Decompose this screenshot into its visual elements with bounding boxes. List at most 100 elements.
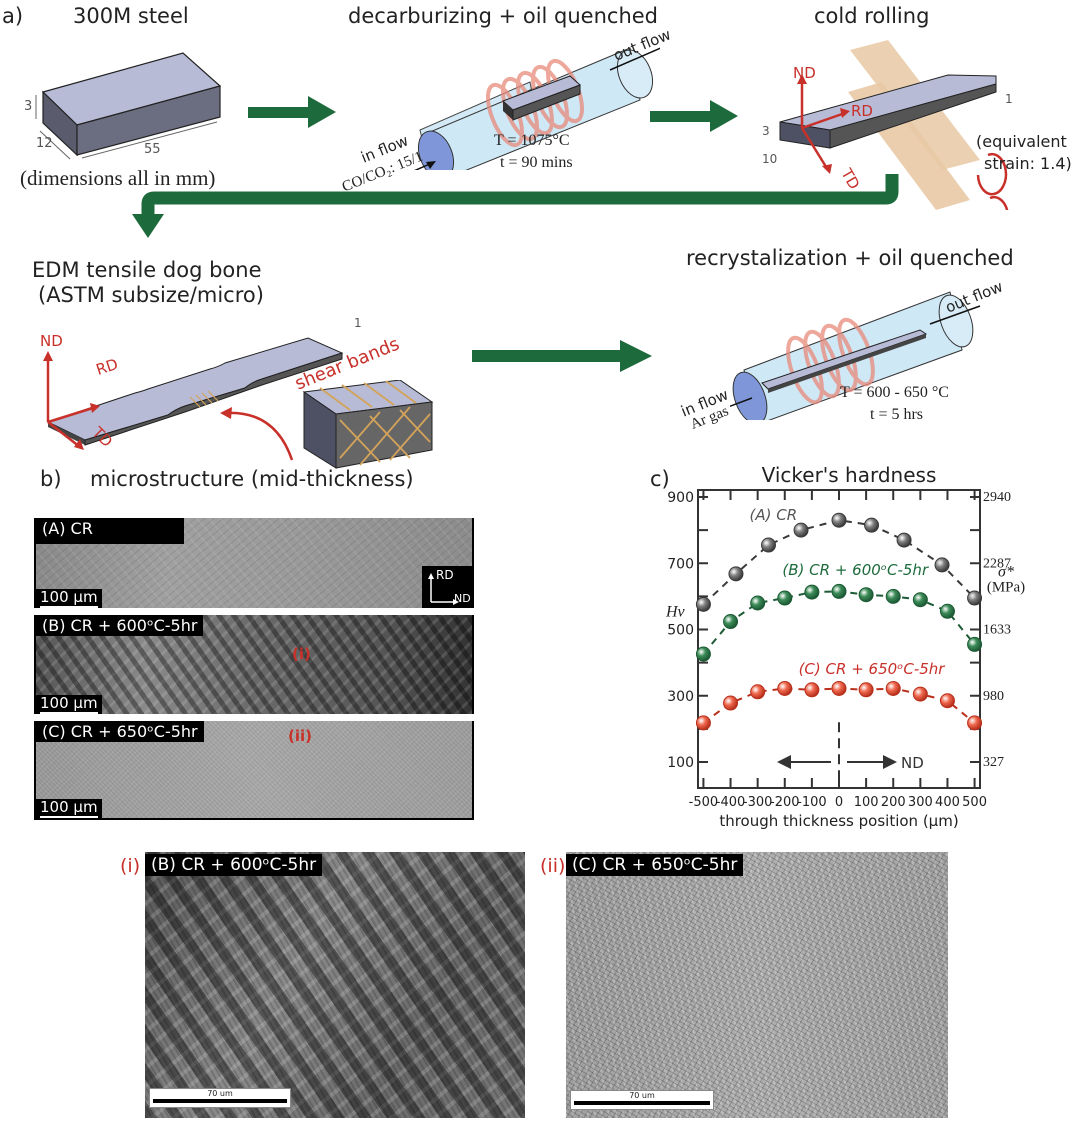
data-point (864, 517, 880, 533)
edm-dim: 1 (354, 316, 362, 330)
y-right-tick-label: 2287 (983, 556, 1011, 571)
micrograph-c-scalebar: 100 μm (36, 799, 102, 818)
data-point (695, 596, 711, 612)
x-tick-label: -400 (716, 795, 746, 810)
chart-title: Vicker's hardness (762, 463, 937, 487)
tube-inlet (417, 130, 455, 170)
x-tick-label: 500 (962, 795, 987, 810)
data-point (804, 682, 820, 698)
steel-dim-h: 3 (24, 99, 33, 114)
rolling-axes (800, 78, 846, 171)
data-point (912, 686, 928, 702)
recryst-temp: T = 600 - 650 °C (840, 384, 949, 401)
process-arrow-return (132, 174, 899, 238)
data-point (934, 557, 950, 573)
micrograph-stack: (A) CR 100 μm RD ND (B) CR + 600ᵒC-5hr (… (34, 518, 474, 820)
recryst-tube-illustration (730, 291, 981, 420)
data-point (761, 537, 776, 553)
data-point (967, 715, 983, 731)
nd-annotation: ND (901, 754, 924, 772)
rolling-title: cold rolling (814, 4, 930, 28)
rolling-rd-label: RD (851, 102, 873, 120)
rolling-strain-1: (equivalent (976, 132, 1067, 151)
detail-image-i: (B) CR + 600ᵒC-5hr 70 um (145, 852, 525, 1118)
micrograph-a-tag: (A) CR (36, 518, 184, 544)
rolling-dim-w: 10 (762, 152, 778, 166)
y-tick-label: 500 (667, 623, 694, 639)
orientation-indicator: RD ND (422, 566, 472, 608)
data-point (777, 680, 793, 696)
detail-ii-tag: (C) CR + 650ᵒC-5hr (566, 854, 744, 876)
process-arrow-2 (650, 100, 738, 132)
decarb-temp: T = 1075°C (494, 132, 570, 149)
data-point (723, 614, 739, 630)
nd-arrowhead-left (777, 755, 791, 769)
data-point (695, 646, 711, 662)
rolling-dim-h: 3 (762, 124, 770, 138)
recryst-time: t = 5 hrs (870, 406, 924, 423)
roller-rotation-arrows (976, 152, 1009, 210)
micrograph-c-marker[interactable]: (ii) (288, 727, 312, 745)
data-point (723, 695, 739, 711)
data-point (750, 595, 766, 611)
data-point (885, 680, 901, 696)
y-tick-label: 700 (667, 556, 694, 572)
x-tick-label: -100 (797, 795, 827, 810)
micrograph-b-marker[interactable]: (i) (292, 645, 311, 663)
dim-l-line (81, 121, 218, 159)
panel-c-label: c) (650, 467, 670, 491)
panel-a-label: a) (2, 4, 24, 28)
y-right-axis-label: σ* (998, 564, 1014, 581)
data-point (804, 584, 820, 600)
y-right-tick-label: 327 (983, 755, 1004, 770)
y-tick-label: 300 (667, 689, 694, 705)
y-right-tick-label: 980 (983, 689, 1004, 704)
edm-nd-label: ND (40, 332, 63, 350)
data-point (831, 680, 847, 696)
x-tick-label: 300 (908, 795, 933, 810)
dim-w-line (39, 130, 71, 160)
detail-image-ii: (C) CR + 650ᵒC-5hr 70 um (566, 852, 948, 1118)
rolling-strain-2: strain: 1.4) (984, 154, 1072, 173)
x-tick-label: 400 (935, 795, 960, 810)
data-point (939, 693, 955, 709)
panel-b-title: microstructure (mid-thickness) (90, 467, 414, 491)
micrograph-b-tag: (B) CR + 600ᵒC-5hr (36, 615, 204, 636)
rolling-dim-out: 1 (1005, 92, 1013, 106)
data-point (939, 603, 955, 619)
micrograph-a: (A) CR 100 μm RD ND (36, 518, 472, 608)
tube-outlet (616, 49, 654, 99)
process-arrow-3 (472, 340, 652, 372)
data-point (967, 590, 983, 606)
y-tick-label: 900 (667, 490, 694, 506)
steel-block-illustration (35, 52, 222, 160)
y-right-tick-label: 2940 (983, 490, 1011, 505)
series-line-1 (702, 590, 976, 655)
steel-note: (dimensions all in mm) (20, 166, 216, 190)
series-label: (B) CR + 600ᵒC-5hr (782, 561, 929, 579)
data-point (858, 587, 874, 603)
data-point (728, 566, 744, 582)
series-label: (C) CR + 650ᵒC-5hr (799, 660, 946, 678)
nd-arrowhead-right (883, 755, 897, 769)
x-tick-label: 100 (854, 795, 879, 810)
edm-title-1: EDM tensile dog bone (32, 258, 262, 282)
divider (34, 714, 474, 721)
dog-bone-illustration (43, 337, 344, 461)
detail-i-marker: (i) (120, 855, 141, 877)
series-line-0 (702, 519, 976, 606)
data-point (695, 715, 711, 731)
panel-b-label: b) (40, 467, 62, 491)
shear-band-block (302, 380, 434, 469)
detail-i-tag: (B) CR + 600ᵒC-5hr (145, 854, 323, 876)
furnace-tube-illustration (414, 47, 660, 170)
x-tick-label: -500 (689, 795, 719, 810)
shear-band-lines (189, 390, 219, 408)
x-tick-label: -300 (743, 795, 773, 810)
steel-dim-l: 55 (144, 142, 161, 157)
steel-title: 300M steel (73, 4, 189, 28)
data-point (750, 684, 766, 700)
micrograph-c-tag: (C) CR + 650ᵒC-5hr (36, 721, 204, 742)
data-point (885, 588, 901, 604)
data-point (777, 590, 793, 606)
